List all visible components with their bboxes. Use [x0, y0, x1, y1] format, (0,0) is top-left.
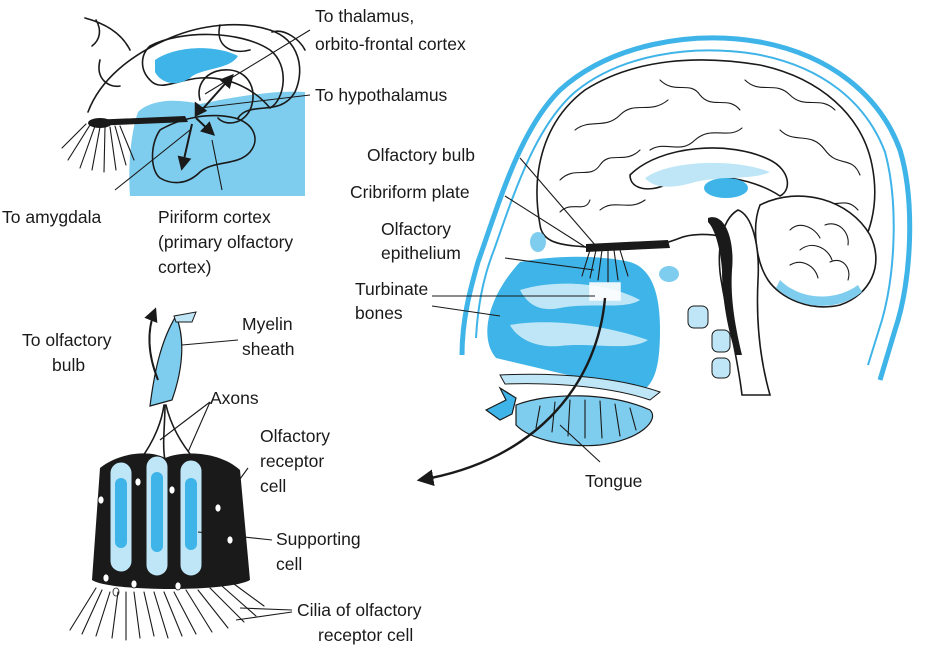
receptor-cells	[110, 456, 202, 576]
label-epithelium-2: epithelium	[381, 243, 461, 263]
leader-cilia-b	[236, 612, 292, 620]
label-cilia-1: Cilia of olfactory	[297, 600, 422, 620]
head-sagittal-section	[420, 38, 910, 480]
label-axons: Axons	[210, 388, 259, 408]
myelin-cap	[174, 312, 196, 322]
gyrus-line-5	[92, 20, 99, 46]
tongue-shape	[516, 396, 653, 446]
gyrus-line-2	[219, 25, 250, 51]
blue-block-3	[712, 358, 730, 378]
label-receptor-3: cell	[260, 476, 286, 496]
label-epithelium-1: Olfactory	[381, 219, 451, 239]
label-supporting-1: Supporting	[276, 529, 361, 549]
label-tongue: Tongue	[585, 471, 642, 491]
leader-cribriform	[505, 196, 590, 250]
label-receptor-1: Olfactory	[260, 426, 330, 446]
leader-axons-b	[188, 402, 210, 452]
blue-node-1	[659, 266, 679, 282]
inset-nerve-fibers	[62, 124, 134, 172]
brain-pathway-inset	[62, 18, 310, 196]
olfactory-bulb	[586, 240, 670, 252]
label-myelin-1: Myelin	[242, 314, 293, 334]
label-piriform-1: Piriform cortex	[158, 207, 271, 227]
leader-axons-a	[160, 402, 210, 440]
label-to-amygdala: To amygdala	[2, 207, 101, 227]
label-to-olfactory-bulb-1: To olfactory	[22, 330, 112, 350]
gyrus-line-4	[99, 60, 120, 86]
label-olfactory-bulb: Olfactory bulb	[367, 145, 475, 165]
label-turbinate-1: Turbinate	[355, 279, 428, 299]
label-turbinate-2: bones	[355, 303, 403, 323]
epithelium-highlight-box	[590, 283, 620, 300]
teeth-mark	[486, 388, 516, 420]
label-to-olfactory-bulb-2: bulb	[52, 355, 85, 375]
piriform-cortex-region	[129, 92, 305, 196]
label-piriform-2: (primary olfactory	[158, 232, 293, 252]
label-orbito-frontal: orbito-frontal cortex	[315, 34, 466, 54]
blue-block-2	[712, 330, 730, 352]
label-cilia-2: receptor cell	[318, 625, 413, 645]
myelin-sheath	[150, 316, 182, 406]
blue-block-1	[688, 306, 708, 328]
label-piriform-3: cortex)	[158, 257, 211, 277]
receptor-cell-detail	[70, 310, 292, 640]
label-supporting-2: cell	[276, 554, 302, 574]
receptor-cell-nucleus	[115, 478, 127, 548]
leader-olfactory-bulb	[520, 158, 596, 246]
leader-myelin	[182, 340, 238, 345]
label-receptor-2: receptor	[260, 451, 324, 471]
label-myelin-2: sheath	[242, 339, 295, 359]
thalamus	[704, 178, 748, 198]
cilia	[70, 584, 264, 640]
receptor-cell-nucleus	[151, 472, 163, 552]
receptor-cell-nucleus	[185, 478, 197, 550]
label-to-thalamus: To thalamus,	[315, 6, 414, 26]
axon-strand	[140, 405, 164, 460]
blue-node-2	[530, 232, 546, 252]
label-to-hypothalamus: To hypothalamus	[315, 85, 448, 105]
axon-strand-3	[164, 405, 165, 460]
label-cribriform-plate: Cribriform plate	[350, 182, 470, 202]
